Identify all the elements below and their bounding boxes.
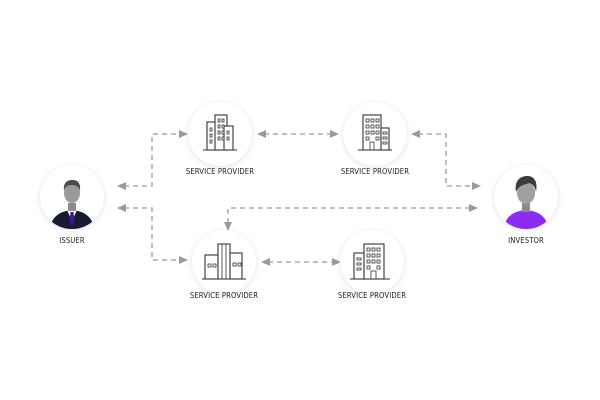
arrow-to-provider-bottom-left [179, 256, 188, 264]
arrow-bottom-link-left [261, 258, 270, 266]
provider-bottom-right-node[interactable] [340, 230, 404, 294]
issuer-label: ISSUER [59, 236, 85, 245]
issuer-node[interactable] [40, 165, 104, 229]
investor-label: INVESTOR [508, 236, 544, 245]
provider-bottom-left-node[interactable] [192, 230, 256, 294]
provider-top-right-node[interactable] [343, 102, 407, 166]
arrow-down-to-provider-bottom-left [224, 222, 232, 231]
issuer-tie [69, 212, 75, 226]
investor-node[interactable] [494, 165, 558, 229]
office-building-icon [358, 114, 392, 151]
provider-bottom-left-label: SERVICE PROVIDER [189, 291, 259, 300]
arrow-to-provider-top-left [179, 130, 188, 138]
arrow-to-issuer-bottom [117, 204, 126, 212]
arrow-from-investor-long [469, 204, 478, 212]
arrow-top-link-left [257, 130, 266, 138]
provider-top-right-label: SERVICE PROVIDER [340, 167, 410, 176]
office-building-icon [350, 243, 390, 280]
provider-bottom-right-label: SERVICE PROVIDER [337, 291, 407, 300]
arrow-to-investor [472, 182, 481, 190]
provider-top-left-label: SERVICE PROVIDER [185, 167, 255, 176]
connector-issuer-provider-top-left [124, 133, 180, 187]
arrow-bottom-link-right [332, 258, 341, 266]
connector-issuer-provider-bottom-left [124, 207, 180, 261]
connector-provider-top-right-investor [418, 133, 474, 187]
arrow-to-issuer-top [117, 182, 126, 190]
arrow-to-provider-top-right [411, 130, 420, 138]
user-avatar-icon [504, 176, 548, 229]
office-building-icon [203, 114, 237, 151]
connector-investor-provider-bottom-left [227, 207, 470, 224]
businessman-avatar-icon [50, 180, 94, 229]
provider-top-left-node[interactable] [188, 102, 252, 166]
office-building-icon [202, 243, 246, 280]
investor-shirt [504, 210, 548, 229]
arrow-top-link-right [330, 130, 339, 138]
